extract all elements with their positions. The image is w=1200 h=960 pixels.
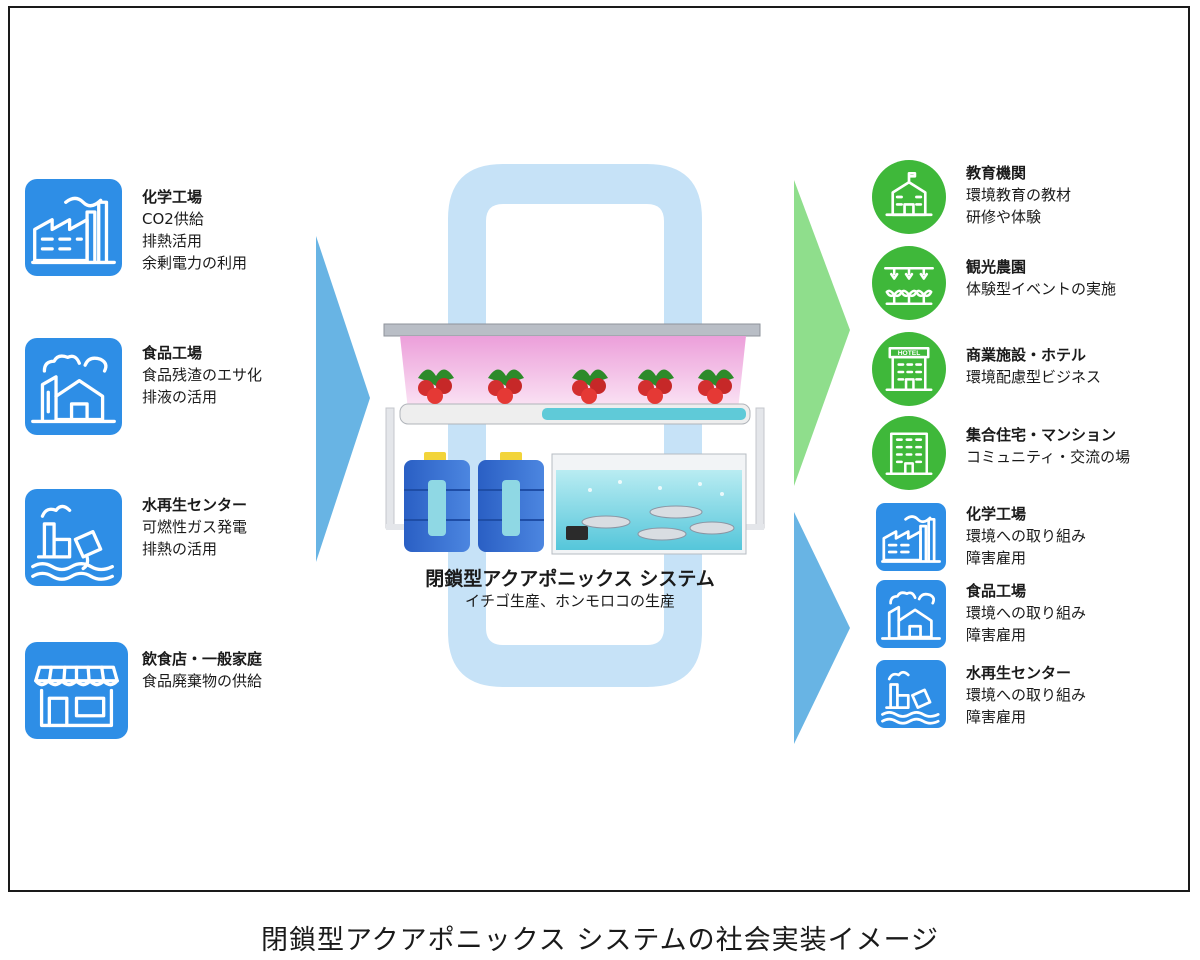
output-line: 障害雇用 bbox=[966, 626, 1027, 644]
output-arrow-blue bbox=[794, 512, 850, 744]
food-factory-icon bbox=[25, 338, 122, 435]
strawberry-plant-1 bbox=[418, 369, 454, 404]
output-line: 環境への取り組み bbox=[966, 604, 1087, 622]
diagram-frame bbox=[8, 6, 1190, 892]
water-recycling-center-icon bbox=[876, 660, 946, 728]
figure-caption: 閉鎖型アクアポニックス システムの社会実装イメージ bbox=[260, 925, 940, 956]
input-source-line: 排熱の活用 bbox=[142, 540, 218, 558]
strawberry-plant-4 bbox=[638, 369, 674, 404]
chemical-factory-icon bbox=[25, 179, 122, 276]
filter-tank-right bbox=[478, 452, 544, 552]
filter-tank-left bbox=[404, 452, 470, 552]
input-source-line: 余剰電力の利用 bbox=[142, 254, 248, 272]
output-line: 環境への取り組み bbox=[966, 527, 1087, 545]
strawberry-plant-2 bbox=[488, 369, 524, 404]
system-title: 閉鎖型アクアポニックス システム bbox=[425, 568, 715, 590]
aquaponics-system-illustration bbox=[383, 323, 765, 555]
input-arrow bbox=[316, 236, 370, 562]
input-source-title: 食品工場 bbox=[142, 344, 203, 362]
output-title: 集合住宅・マンション bbox=[966, 426, 1117, 444]
input-source-title: 水再生センター bbox=[142, 496, 248, 514]
output-title: 商業施設・ホテル bbox=[966, 346, 1087, 364]
restaurant-storefront-icon bbox=[25, 642, 128, 739]
output-line: 障害雇用 bbox=[966, 549, 1027, 567]
strawberry-plant-5 bbox=[698, 369, 734, 404]
output-title: 観光農園 bbox=[966, 258, 1027, 276]
circulation-loop bbox=[448, 164, 702, 687]
system-subtitle: イチゴ生産、ホンモロコの生産 bbox=[464, 592, 675, 610]
output-title: 教育機関 bbox=[966, 164, 1027, 182]
output-title: 水再生センター bbox=[966, 664, 1072, 682]
input-source-line: 可燃性ガス発電 bbox=[142, 518, 248, 536]
input-source-line: 排液の活用 bbox=[142, 388, 218, 406]
input-source-line: 食品残渣のエサ化 bbox=[142, 366, 263, 384]
output-title: 化学工場 bbox=[966, 505, 1027, 523]
fish-tank bbox=[551, 453, 747, 555]
output-title: 食品工場 bbox=[966, 582, 1027, 600]
input-source-title: 飲食店・一般家庭 bbox=[142, 650, 263, 668]
output-line: 障害雇用 bbox=[966, 708, 1027, 726]
output-line: コミュニティ・交流の場 bbox=[966, 448, 1131, 466]
strawberry-plant-3 bbox=[572, 369, 608, 404]
food-factory-icon bbox=[876, 580, 946, 648]
hotel-building-icon: HOTEL bbox=[872, 332, 946, 406]
output-line: 体験型イベントの実施 bbox=[966, 280, 1117, 298]
output-line: 環境教育の教材 bbox=[966, 186, 1072, 204]
apartment-building-icon bbox=[872, 416, 946, 490]
input-source-line: 排熱活用 bbox=[142, 232, 203, 250]
output-arrow-green bbox=[794, 180, 850, 486]
school-building-icon bbox=[872, 160, 946, 234]
input-source-line: 食品廃棄物の供給 bbox=[142, 672, 263, 690]
greenhouse-farm-icon bbox=[872, 246, 946, 320]
water-recycling-center-icon bbox=[25, 489, 122, 586]
input-source-line: CO2供給 bbox=[142, 210, 204, 228]
chemical-factory-icon bbox=[876, 503, 946, 571]
output-line: 研修や体験 bbox=[966, 208, 1042, 226]
hotel-sign-text: HOTEL bbox=[898, 350, 921, 357]
input-source-title: 化学工場 bbox=[142, 188, 203, 206]
output-line: 環境配慮型ビジネス bbox=[966, 368, 1102, 386]
output-line: 環境への取り組み bbox=[966, 686, 1087, 704]
